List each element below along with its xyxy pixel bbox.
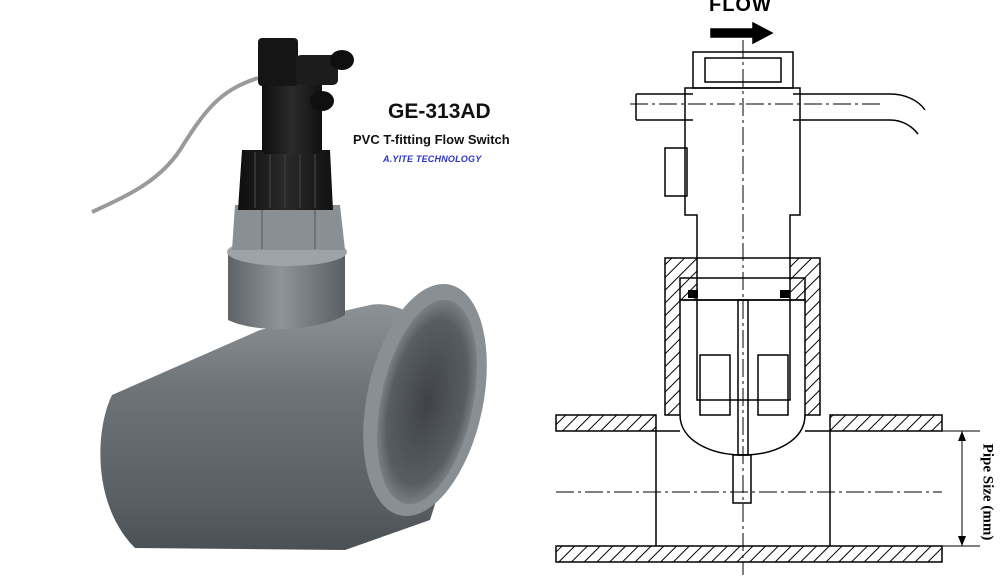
switch-housing [262, 72, 322, 154]
cross-section-svg [555, 21, 980, 575]
inner-body [696, 299, 791, 401]
screw-head-lower [310, 91, 334, 111]
screw-head-upper [330, 50, 354, 70]
pipe-wall-top-left [555, 414, 657, 432]
product-description: PVC T-fitting Flow Switch [353, 132, 510, 147]
cable [91, 76, 259, 214]
flow-label: FLOW [709, 0, 772, 16]
magnet-right [757, 354, 789, 416]
product-photo [91, 38, 487, 550]
magnet-left [699, 354, 731, 416]
pipe-opening-bore [377, 299, 477, 505]
pipe-size-label: Pipe Size (mm) [979, 443, 996, 541]
side-boss [296, 55, 338, 85]
cable-gland [258, 38, 298, 86]
right-cable [793, 93, 926, 135]
pipe-wall-bottom [555, 545, 943, 563]
flow-switch-photo-illustration [91, 38, 487, 550]
tee-neck [228, 252, 345, 330]
paddle-tip [732, 454, 752, 504]
technical-drawing [548, 0, 1002, 578]
flow-arrow [710, 21, 774, 45]
brand-name: A.YITE TECHNOLOGY [383, 154, 482, 164]
hex-nut [232, 205, 345, 250]
side-boss-outline [664, 147, 688, 197]
pipe-size-dimension [942, 430, 980, 547]
pipe-wall-top-right [829, 414, 943, 432]
left-nut-section [664, 257, 698, 416]
product-model: GE-313AD [388, 100, 491, 123]
left-cable [635, 93, 693, 121]
